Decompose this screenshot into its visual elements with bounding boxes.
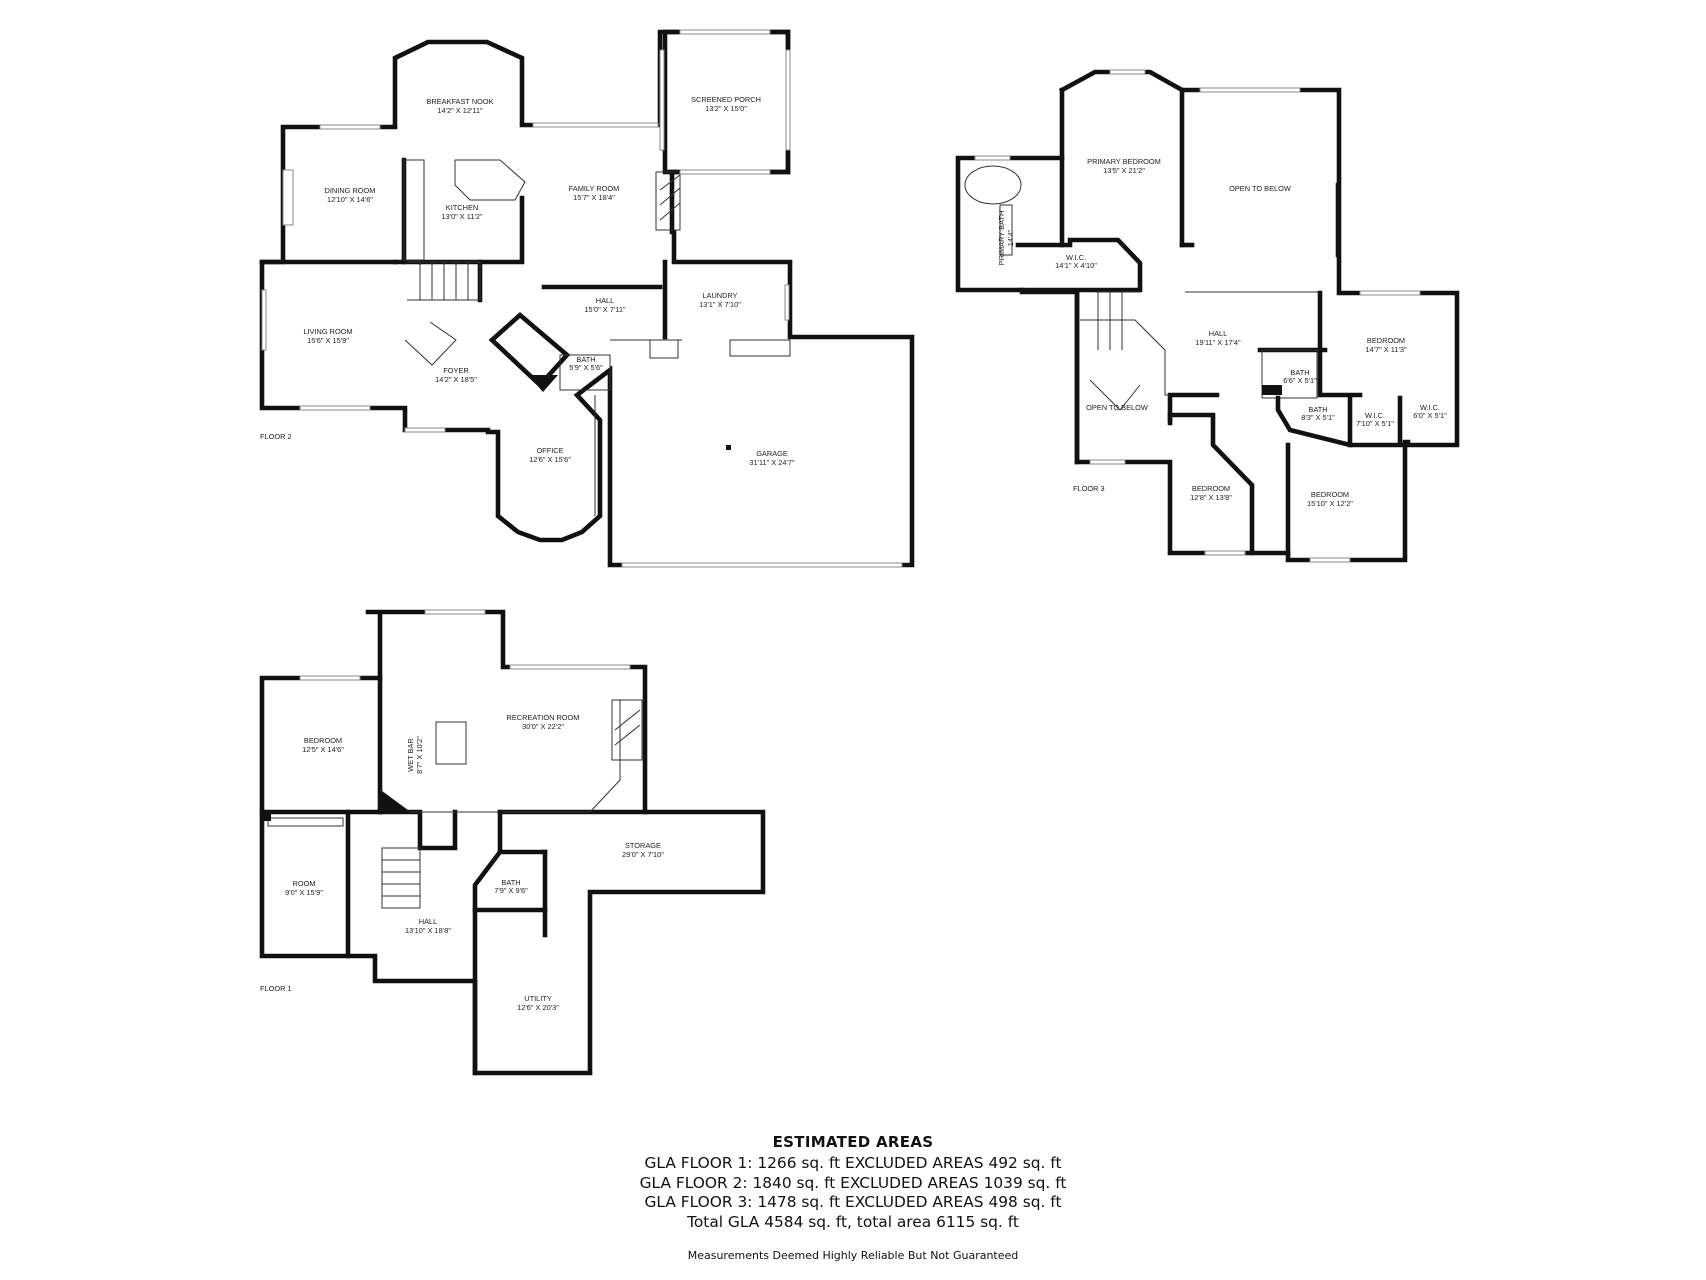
room-name: SCREENED PORCH [691,95,761,104]
room-name: BEDROOM [304,736,342,745]
room-name: UTILITY [524,994,552,1003]
area-line-floor-1: GLA FLOOR 1: 1266 sq. ft EXCLUDED AREAS … [644,1154,1062,1172]
room-name: PRIMARY BATH [997,211,1006,266]
room-name: WET BAR [406,738,415,772]
fireplace [655,171,681,231]
bathtub [964,165,1022,205]
floor-2-tag: FLOOR 2 [260,432,292,441]
room-name: DINING ROOM [325,186,376,195]
room-name: FAMILY ROOM [569,184,620,193]
room-name: W.I.C. [1066,253,1086,262]
room-dims: 15'0" X 7'11" [584,305,626,314]
floor-2-plan [259,29,915,568]
room-name: OPEN TO BELOW [1229,184,1291,193]
room-dims: 14'7" X 11'3" [1365,345,1407,354]
room-name: PRIMARY BEDROOM [1087,157,1161,166]
room-name: HALL [596,296,615,305]
stair-block-floor-2 [488,311,571,389]
room-name: BATH [501,878,520,887]
room-name: KITCHEN [446,203,478,212]
room-dims: 13'10" X 18'8" [405,926,451,935]
room-name: GARAGE [756,449,788,458]
room-dims: 13'0" X 11'2" [441,212,483,221]
room-dims: 13'1" X 7'10" [699,300,741,309]
floor-1-tag: FLOOR 1 [260,984,292,993]
room-name: BREAKFAST NOOK [426,97,493,106]
floor-2-outer-wall [259,29,915,568]
room-dims: 13'2" X 15'0" [705,104,747,113]
disclaimer: Measurements Deemed Highly Reliable But … [687,1249,1019,1262]
room-dims: 14'4" [1006,229,1015,246]
room-dims: 5'9" X 5'6" [569,363,603,372]
room-dims: 12'6" X 15'6" [529,455,571,464]
room-dims: 30'0" X 22'2" [522,722,564,731]
room-name: STORAGE [625,841,661,850]
room-name: BATH [1308,405,1327,414]
estimated-areas: ESTIMATED AREAS GLA FLOOR 1: 1266 sq. ft… [0,1133,1706,1232]
fireplace [611,699,643,761]
room-dims: 15'7" X 18'4" [573,193,615,202]
room-dims: 14'2" X 12'11" [437,106,483,115]
area-line-total: Total GLA 4584 sq. ft, total area 6115 s… [687,1212,1019,1231]
area-line-floor-3: GLA FLOOR 3: 1478 sq. ft EXCLUDED AREAS … [644,1193,1062,1211]
floor-3-plan [955,69,1460,563]
room-dims: 9'0" X 15'9" [285,888,323,897]
room-name: HALL [419,917,438,926]
room-name: FOYER [443,366,468,375]
room-dims: 6'6" X 5'1" [1283,376,1317,385]
room-dims: 12'10" X 14'6" [327,195,373,204]
room-dims: 14'1" X 4'10" [1055,261,1097,270]
room-dims: 15'10" X 12'2" [1307,499,1353,508]
room-name: BATH [576,355,595,364]
room-dims: 14'2" X 18'5" [435,375,477,384]
room-name: OFFICE [536,446,563,455]
room-dims: 12'5" X 14'6" [302,745,344,754]
floor-3-tag: FLOOR 3 [1073,484,1105,493]
room-name: LIVING ROOM [303,327,352,336]
room-dims: 12'8" X 13'8" [1190,493,1232,502]
room-name: W.I.C. [1365,411,1385,420]
room-name: OPEN TO BELOW [1086,403,1148,412]
floor-1-plan [259,609,766,1076]
room-name: LAUNDRY [702,291,737,300]
room-name: BATH [1290,368,1309,377]
room-dims: 12'6" X 20'3" [517,1003,559,1012]
areas-title: ESTIMATED AREAS [772,1133,934,1151]
room-dims: 8'3" X 5'1" [1301,413,1335,422]
room-dims: 29'0" X 7'10" [622,850,664,859]
room-dims: 13'5" X 21'2" [1103,166,1145,175]
room-dims: 7'9" X 9'6" [494,886,528,895]
area-line-floor-2: GLA FLOOR 2: 1840 sq. ft EXCLUDED AREAS … [639,1173,1067,1192]
room-dims: 15'6" X 15'9" [307,336,349,345]
room-name: HALL [1209,329,1228,338]
floor-1-outer-wall [259,609,766,1076]
room-dims: 8'7" X 10'2" [415,736,424,774]
room-name: ROOM [293,879,316,888]
room-name: W.I.C. [1420,403,1440,412]
room-dims: 7'10" X 5'1" [1356,419,1394,428]
room-name: BEDROOM [1192,484,1230,493]
room-name: BEDROOM [1367,336,1405,345]
room-name: BEDROOM [1311,490,1349,499]
room-dims: 19'11" X 17'4" [1195,338,1241,347]
room-dims: 6'0" X 5'1" [1413,411,1447,420]
room-dims: 31'11" X 24'7" [749,458,795,467]
room-name: RECREATION ROOM [507,713,580,722]
